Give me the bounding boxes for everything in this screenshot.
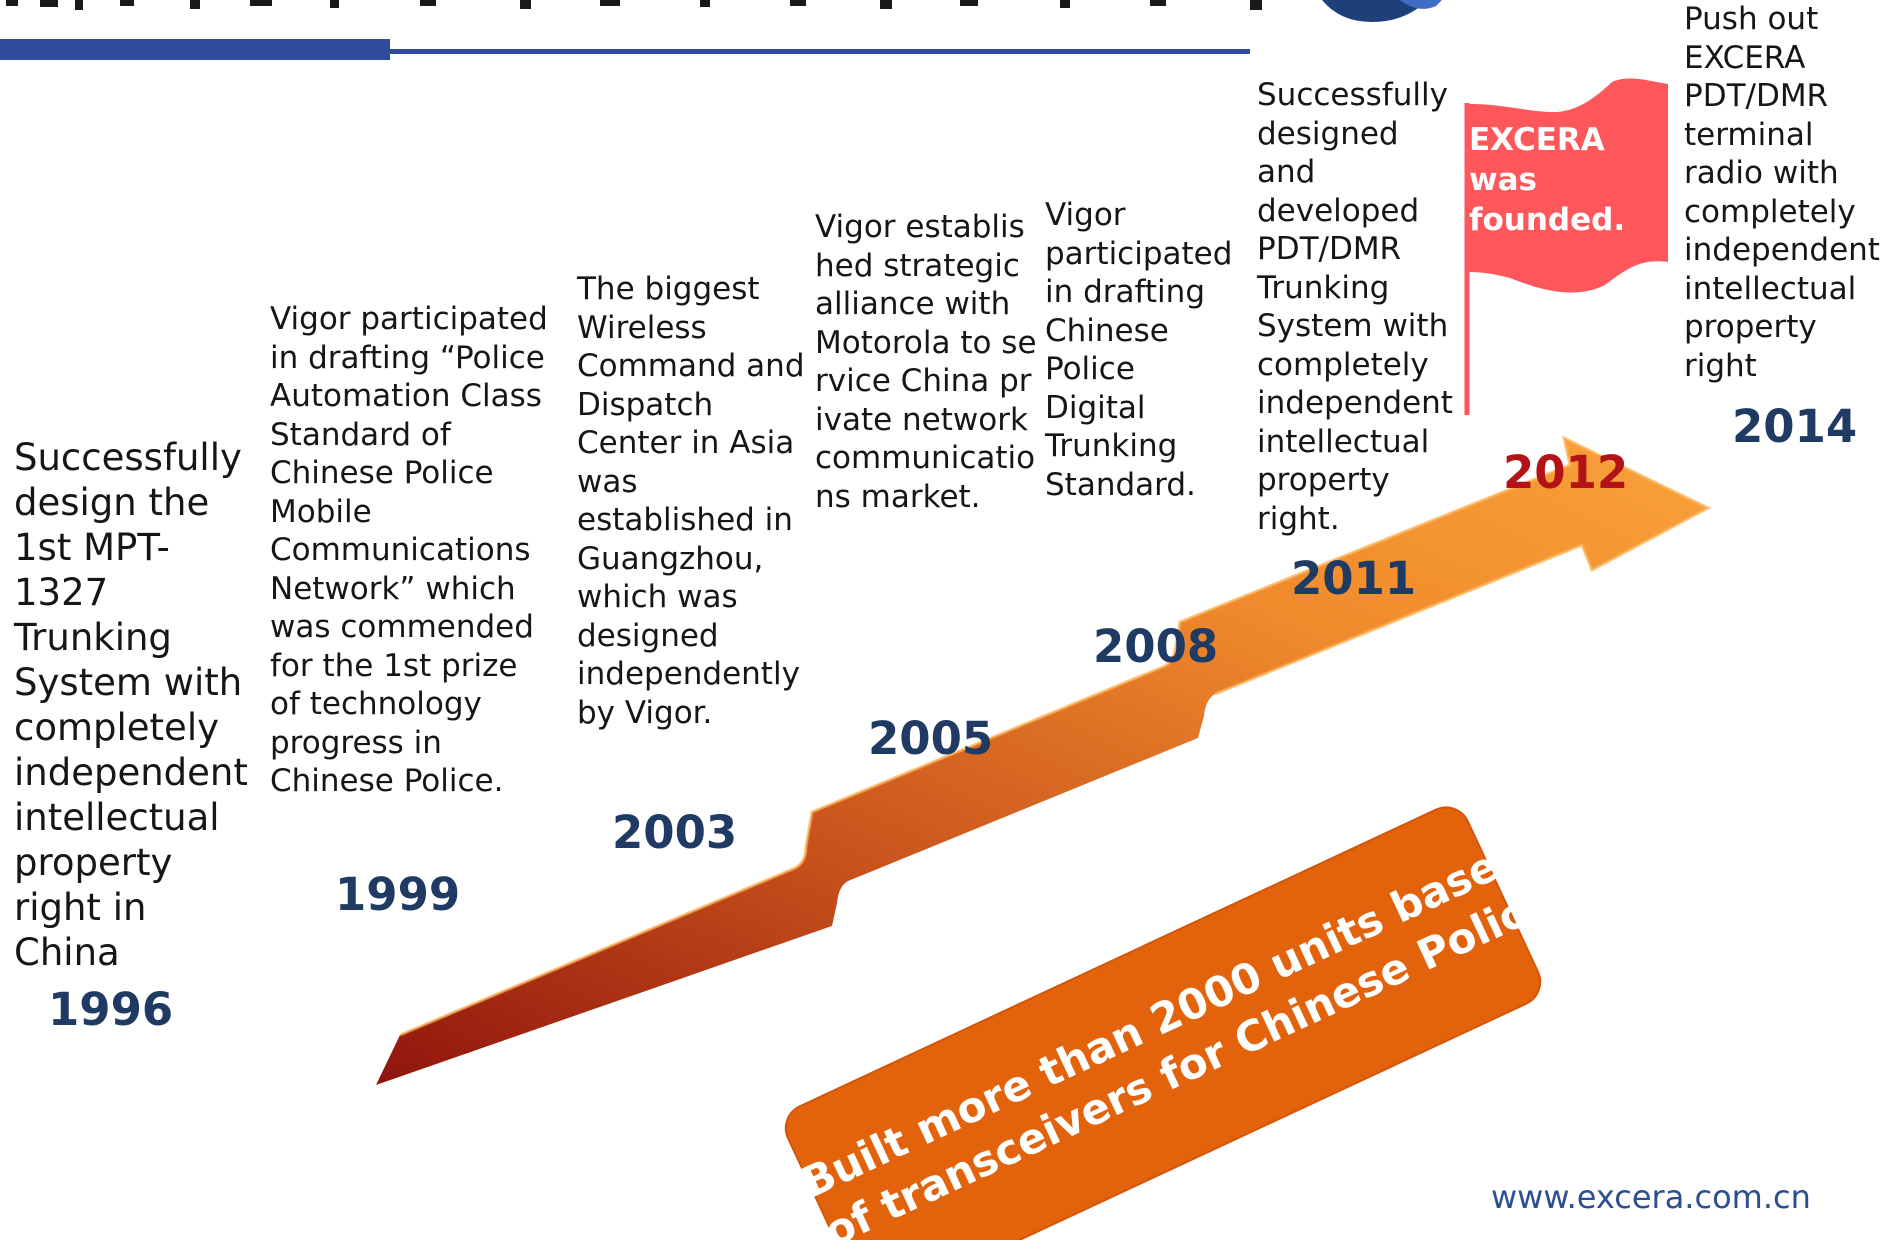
website-link[interactable]: www.excera.com.cn [1491, 1178, 1811, 1216]
timeline-arrow [376, 435, 1712, 1085]
milestone-2008-year: 2008 [1093, 620, 1219, 673]
header-divider [0, 39, 1250, 60]
achievement-banner-shape [784, 806, 1542, 1240]
milestone-2003-year: 2003 [612, 806, 738, 859]
milestone-2012-description: EXCERA was founded. [1469, 122, 1626, 238]
founding-flag [1464, 78, 1668, 415]
milestone-1996-description: Successfully design the 1st MPT-1327 Tru… [14, 436, 248, 974]
title-fragment [6, 0, 1262, 10]
milestone-2008-description: Vigor participated in drafting Chinese P… [1045, 197, 1233, 503]
milestone-2005-year: 2005 [868, 712, 994, 765]
milestone-2012-year: 2012 [1503, 446, 1629, 499]
milestone-1999-year: 1999 [335, 868, 461, 921]
milestone-2003-description: The biggest Wireless Command and Dispatc… [577, 271, 805, 731]
excera-logo-swoosh-icon [1322, 0, 1442, 22]
milestone-2005-description: Vigor established strategic alliance wit… [815, 209, 1037, 515]
milestone-1999-description: Vigor participated in drafting “Police A… [270, 301, 548, 799]
milestone-2014-description: Push out EXCERA PDT/DMR terminal radio w… [1684, 1, 1880, 384]
milestone-2011-description: Successfully designed and developed PDT/… [1257, 77, 1453, 537]
milestone-1996-year: 1996 [48, 983, 174, 1036]
milestone-2014-year: 2014 [1732, 400, 1858, 453]
milestone-2011-year: 2011 [1291, 552, 1417, 605]
